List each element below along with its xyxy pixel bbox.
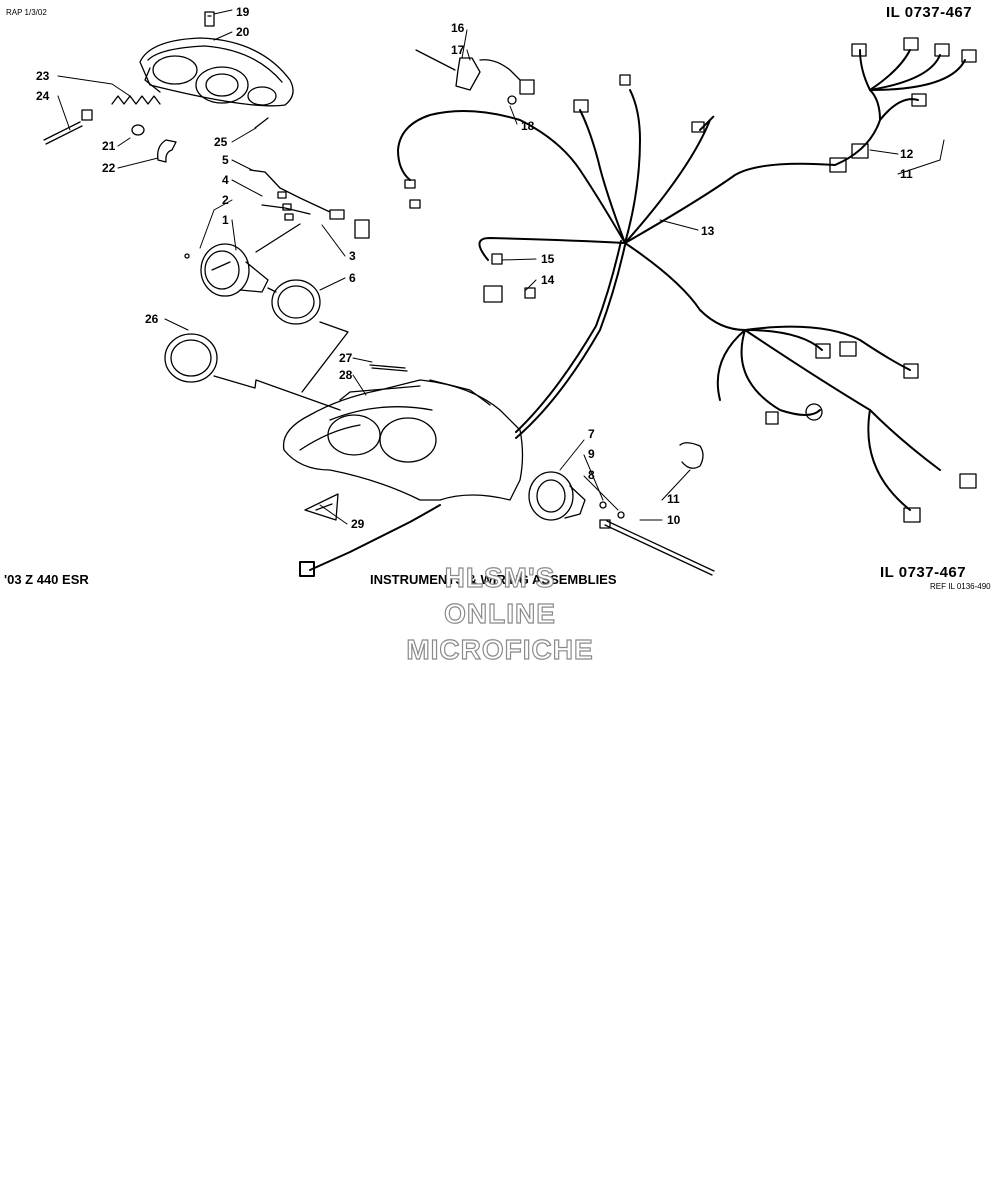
console-panel — [282, 364, 524, 501]
callout-8: 8 — [588, 468, 595, 482]
callout-14: 14 — [541, 273, 555, 287]
pod-screw — [254, 117, 269, 129]
callout-6: 6 — [349, 271, 356, 285]
speedometer-cable — [599, 519, 715, 576]
main-wiring-harness — [397, 49, 966, 511]
callout-11-bottom: 11 — [667, 492, 680, 506]
callout-3: 3 — [349, 249, 356, 263]
callout-17: 17 — [451, 43, 465, 57]
callout-22: 22 — [102, 161, 116, 175]
instrument-pod — [139, 37, 294, 107]
callout-21: 21 — [102, 139, 116, 153]
watermark-line-1: HLSM'S — [444, 561, 556, 593]
gauge-bezel-ring — [271, 279, 321, 325]
elbow-fitting — [157, 139, 177, 163]
mounting-spring — [111, 95, 161, 105]
callout-leaders — [57, 9, 945, 525]
callout-20: 20 — [236, 25, 250, 39]
callout-19: 19 — [236, 5, 250, 19]
callout-1: 1 — [222, 213, 229, 227]
sub-harness-29 — [299, 504, 441, 577]
callout-26: 26 — [145, 312, 159, 326]
warning-decal — [304, 493, 339, 521]
callout-12: 12 — [900, 147, 914, 161]
gauge-lens-cover — [164, 333, 218, 383]
callout-7: 7 — [588, 427, 595, 441]
watermark-line-2: ONLINE — [444, 597, 556, 629]
callout-24: 24 — [36, 89, 50, 103]
harness-connectors — [404, 37, 977, 523]
callout-2: 2 — [222, 193, 229, 207]
callout-29: 29 — [351, 517, 365, 531]
callout-27: 27 — [339, 351, 353, 365]
pod-bracket — [204, 11, 215, 27]
callout-18: 18 — [521, 119, 535, 133]
callout-5: 5 — [222, 153, 229, 167]
callout-25: 25 — [214, 135, 228, 149]
reference-code: REF IL 0136-490 — [930, 582, 991, 591]
callout-15: 15 — [541, 252, 555, 266]
speedometer-gauge — [528, 471, 625, 521]
date-stamp: RAP 1/3/02 — [6, 8, 47, 17]
grommet — [131, 124, 145, 136]
callout-10: 10 — [667, 513, 681, 527]
exploded-parts-diagram: 19 20 23 24 21 22 25 5 4 2 1 3 6 26 27 2… — [36, 5, 977, 577]
gauge-bulb-harness — [249, 169, 370, 253]
callout-4: 4 — [222, 173, 229, 187]
screw-and-clip — [43, 109, 93, 145]
callout-9: 9 — [588, 447, 595, 461]
callout-13: 13 — [701, 224, 715, 238]
callout-28: 28 — [339, 368, 353, 382]
illustration-code-top: IL 0737-467 — [886, 4, 973, 21]
callout-labels: 19 20 23 24 21 22 25 5 4 2 1 3 6 26 27 2… — [36, 5, 914, 531]
callout-23: 23 — [36, 69, 50, 83]
key-switch — [415, 49, 535, 105]
watermark-line-3: MICROFICHE — [406, 633, 594, 665]
tachometer-gauge — [184, 243, 277, 297]
leader-line — [301, 321, 349, 393]
leader-line — [213, 375, 341, 411]
page-title: INSTRUMENTS & WIRING ASSEMBLIES — [370, 572, 617, 587]
callout-16: 16 — [451, 21, 465, 35]
illustration-code-bottom: IL 0737-467 — [880, 564, 967, 581]
cable-clamp — [679, 442, 704, 469]
model-label: '03 Z 440 ESR — [4, 572, 89, 587]
callout-11-top: 11 — [900, 167, 913, 181]
